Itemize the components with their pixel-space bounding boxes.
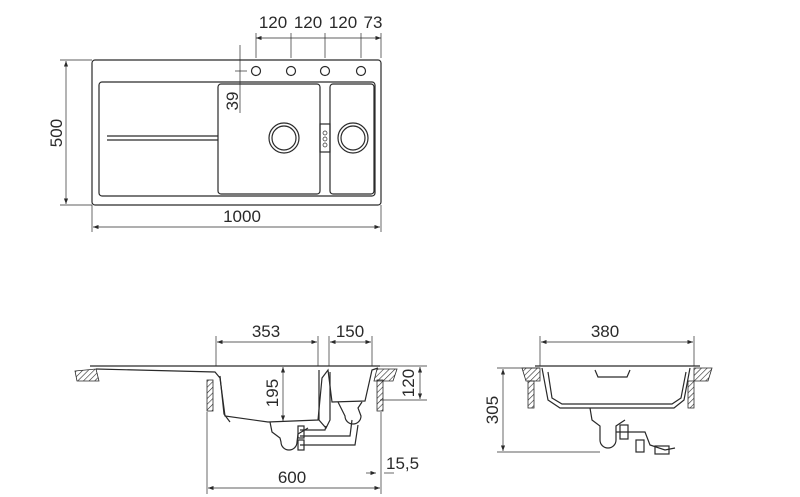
dim-side-height: 305 <box>483 396 502 424</box>
dim-side-width: 380 <box>591 322 619 341</box>
dim-small-bowl-depth: 120 <box>399 369 418 397</box>
cabinet-right <box>376 379 384 412</box>
dim-offset: 39 <box>223 92 242 111</box>
sink-outline <box>91 59 382 206</box>
dim-hole-2: 120 <box>294 13 322 32</box>
dim-cabinet-width: 600 <box>278 468 306 487</box>
dim-main-bowl-depth: 195 <box>263 379 282 407</box>
countertop-right <box>373 368 398 382</box>
countertop-left <box>74 368 100 382</box>
cabinet-left <box>206 379 214 412</box>
top-view: 120 120 120 73 39 500 1000 <box>47 13 382 232</box>
small-drain-icon <box>337 122 369 154</box>
countertop-left <box>521 367 541 382</box>
dim-hole-4: 73 <box>364 13 383 32</box>
side-view: 380 305 <box>483 322 713 455</box>
main-drain-icon <box>268 122 300 154</box>
dim-depth: 500 <box>47 119 66 147</box>
dim-hole-1: 120 <box>259 13 287 32</box>
drainboard <box>98 81 376 197</box>
dim-edge-offset: 15,5 <box>386 454 419 473</box>
countertop-right <box>693 367 713 382</box>
tap-holes <box>250 65 367 77</box>
front-view: 353 150 195 120 600 15,5 <box>74 322 427 494</box>
dim-width: 1000 <box>223 207 261 226</box>
overflow-icon <box>319 123 331 153</box>
dim-hole-3: 120 <box>329 13 357 32</box>
dim-main-bowl-width: 353 <box>252 322 280 341</box>
dim-small-bowl-width: 150 <box>336 322 364 341</box>
